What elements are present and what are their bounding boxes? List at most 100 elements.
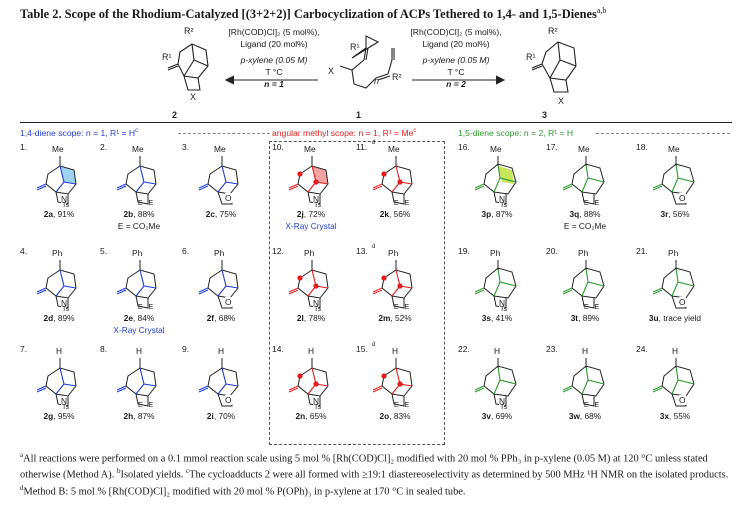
compound-id: 3v — [481, 411, 491, 421]
product-2-r1: R¹ — [162, 52, 172, 62]
compound-yield: 3w, 68% — [546, 411, 624, 421]
entry-number: 16. — [458, 142, 470, 152]
compound-structure — [562, 358, 605, 407]
yield-value: 55% — [673, 411, 691, 421]
compound-structure — [288, 260, 329, 309]
table-title: Table 2. Scope of the Rhodium-Catalyzed … — [20, 6, 730, 22]
separator: , — [668, 209, 673, 219]
compound-id: 2i — [206, 411, 214, 421]
compound-structure — [372, 260, 413, 309]
entry-number: 17. — [546, 142, 558, 152]
compound-yield: 2g, 95% — [20, 411, 98, 421]
xray-note: X-Ray Crystal — [113, 325, 165, 335]
substituent-label: Ph — [214, 248, 225, 258]
substituent-label: Ph — [668, 248, 679, 258]
substituent-label: Me — [214, 144, 226, 154]
substrate-1-structure — [339, 35, 395, 89]
compound-yield: 2b, 88% — [100, 209, 178, 219]
section-header-mark: c — [413, 128, 417, 135]
right-condition-temp: T °C — [447, 67, 465, 77]
footnote-b-mark: b — [116, 467, 121, 476]
compound-yield: 3s, 41% — [458, 313, 536, 323]
compound-structure — [36, 358, 77, 407]
footnote-c: The cycloadducts 2 were all formed with … — [189, 469, 729, 481]
entry-number: 8. — [100, 344, 108, 354]
yield-value: 83% — [393, 411, 411, 421]
entry-footnote-mark: d — [372, 342, 376, 348]
compound-yield: 3p, 87% — [458, 209, 536, 219]
separator: , — [53, 209, 58, 219]
yield-value: 87% — [495, 209, 513, 219]
section-header-angular-methyl: angular methyl scope: n = 1, R¹ = Mec — [272, 128, 416, 138]
yield-value: 78% — [308, 313, 326, 323]
left-arrowhead — [224, 75, 235, 85]
heteroatom-label: N — [61, 194, 68, 204]
section-divider — [596, 133, 730, 134]
footnote-b: Isolated yields. — [120, 469, 184, 481]
compound-structure — [372, 156, 413, 205]
separator: , — [491, 313, 496, 323]
right-condition-solvent: p-xylene (0.05 M) — [422, 55, 490, 65]
substituent-label: Me — [132, 144, 144, 154]
compound-id: 3u — [648, 313, 659, 323]
compound-structure — [562, 260, 605, 309]
heteroatom-label: N — [499, 396, 506, 406]
tosyl-label: Ts — [500, 404, 507, 411]
yield-value: 89% — [57, 313, 75, 323]
left-condition-n: n = 1 — [264, 79, 284, 89]
footnote-a-mark: a — [20, 451, 24, 459]
compound-structure — [198, 260, 239, 309]
entry-footnote-mark: d — [372, 244, 376, 250]
tosyl-label: Ts — [62, 404, 69, 411]
entry-footnote-mark: d — [372, 140, 376, 146]
product-2-r2: R² — [184, 26, 194, 36]
heteroatom-label: O — [225, 193, 232, 203]
xray-note: X-Ray Crystal — [285, 221, 337, 231]
section-header-15-diene: 1,5-diene scope: n = 2, R¹ = H — [458, 128, 573, 138]
yield-value: 89% — [582, 313, 600, 323]
yield-value: 91% — [57, 209, 75, 219]
table-title-marks: a,b — [596, 6, 607, 15]
compound-id: 3x — [659, 411, 669, 421]
compound-id: 3r — [660, 209, 669, 219]
yield-value: 68% — [218, 313, 236, 323]
ester-label: E E — [584, 200, 600, 207]
ester-label: E E — [584, 304, 600, 311]
separator: , — [303, 313, 309, 323]
compound-structure — [198, 358, 239, 407]
footnote-d-mark: d — [20, 483, 24, 492]
substituent-label: H — [672, 346, 679, 356]
section-header-text: angular methyl scope: n = 1, R¹ = Me — [272, 128, 414, 138]
yield-value: 69% — [495, 411, 513, 421]
heteroatom-label: O — [225, 395, 232, 405]
footnote-block: aAll reactions were performed on a 0.1 m… — [20, 449, 732, 498]
heteroatom-label: N — [499, 298, 506, 308]
substituent-label: Me — [490, 144, 502, 154]
footnote-a: All reactions were performed on a 0.1 mm… — [20, 453, 708, 481]
compound-yield: 2k, 56% — [356, 209, 434, 219]
ester-label: E E — [394, 304, 410, 311]
compound-id: 2n — [295, 411, 306, 421]
section-header-text: 1,5-diene scope: n = 2, R¹ = H — [458, 128, 574, 138]
compound-structure — [372, 358, 413, 407]
product-3-x: X — [558, 96, 564, 106]
entry-number: 14. — [272, 344, 284, 354]
entry-number: 20. — [546, 246, 558, 256]
compound-structure — [652, 156, 695, 205]
separator: , — [390, 313, 395, 323]
separator: , — [213, 411, 219, 421]
left-conditions: [Rh(COD)Cl]₂ (5 mol%), Ligand (20 mol%) … — [222, 26, 326, 90]
heteroatom-label: N — [313, 396, 320, 406]
ester-label: E E — [394, 200, 410, 207]
compound-id: 2l — [296, 313, 304, 323]
heteroatom-label: O — [679, 395, 686, 405]
entry-number: 10. — [272, 142, 284, 152]
footnote-c-mark: c — [186, 467, 190, 476]
